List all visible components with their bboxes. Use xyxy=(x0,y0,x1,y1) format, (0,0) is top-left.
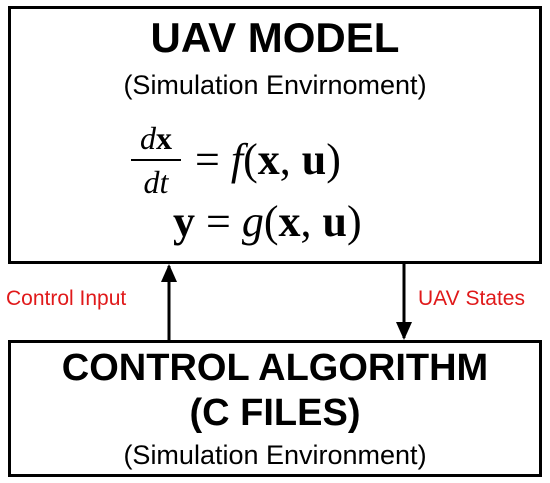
control-algorithm-title-files: (C FILES) xyxy=(189,392,361,434)
arrow-control-input xyxy=(161,264,177,340)
arrow-uav-states xyxy=(396,264,412,340)
uav-model-title: UAV MODEL xyxy=(150,14,400,61)
uav-states-label: UAV States xyxy=(418,287,525,310)
output-equation: y = g(x, u) xyxy=(173,197,362,246)
control-algorithm-box: CONTROL ALGORITHM (C FILES) (Simulation … xyxy=(8,340,542,477)
derivative-numerator: dx xyxy=(140,120,172,156)
control-input-label: Control Input xyxy=(6,287,127,310)
control-algorithm-subtitle: (Simulation Environment) xyxy=(123,440,427,470)
control-algorithm-title: CONTROL ALGORITHM xyxy=(61,347,489,389)
derivative-fraction: dx dt xyxy=(131,121,181,199)
state-equation: dx dt = f(x, u) xyxy=(131,117,341,203)
fraction-bar xyxy=(131,159,181,161)
uav-model-subtitle: (Simulation Envirnoment) xyxy=(123,70,427,100)
uav-model-box: UAV MODEL (Simulation Envirnoment) dx dt… xyxy=(8,6,542,264)
derivative-denominator: dt xyxy=(143,164,169,200)
state-equation-rhs: = f(x, u) xyxy=(195,135,341,184)
